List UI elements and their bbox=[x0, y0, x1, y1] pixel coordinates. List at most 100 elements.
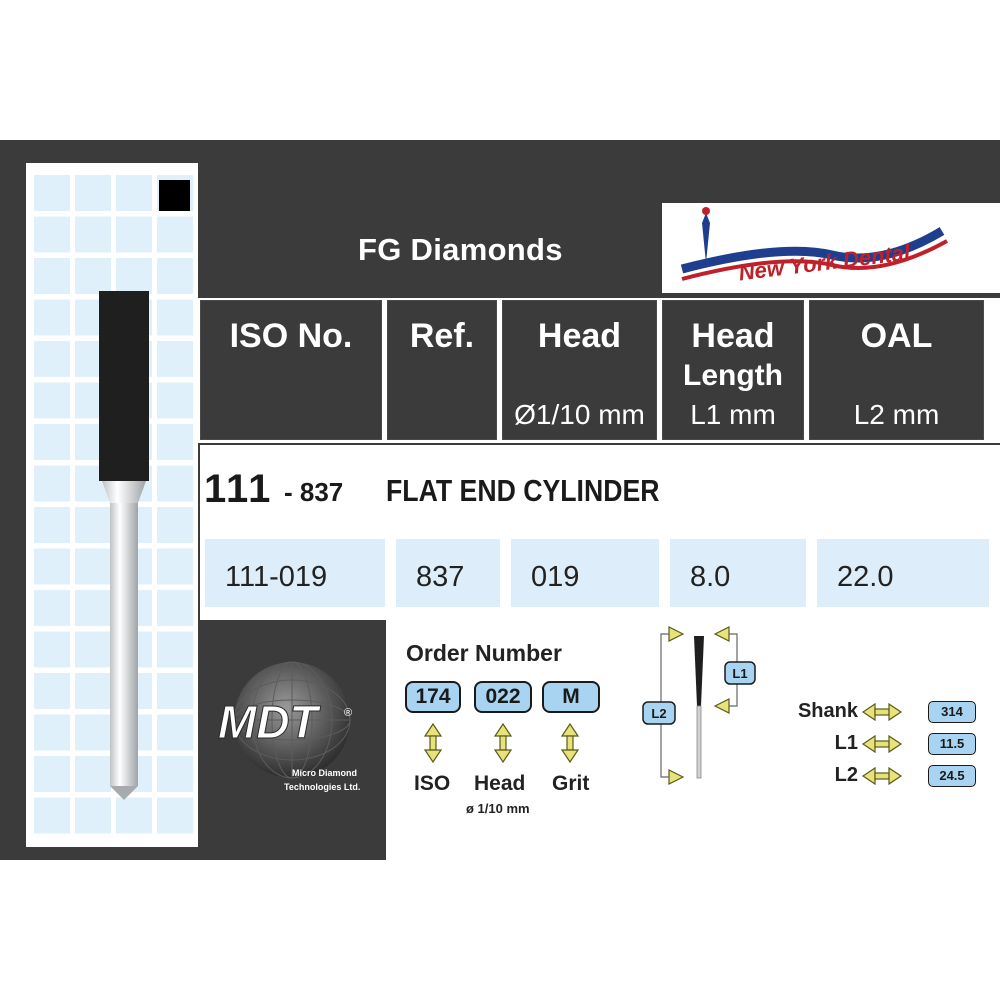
order-label-grit: Grit bbox=[552, 772, 590, 795]
bur-tip bbox=[110, 786, 138, 800]
order-code-iso: 174 bbox=[405, 681, 461, 713]
grid-cell bbox=[157, 631, 193, 668]
l1-top-arrow bbox=[713, 626, 730, 642]
dimension-diagram: L2 L1 bbox=[423, 626, 903, 786]
product-title-line: 111 - 837 FLAT END CYLINDER bbox=[200, 445, 1000, 535]
page-title: FG Diamonds bbox=[358, 232, 563, 267]
grid-cell bbox=[75, 590, 111, 626]
grid-cell bbox=[157, 673, 193, 709]
col-oal-unit: L2 mm bbox=[853, 399, 940, 430]
grid-cell bbox=[34, 673, 70, 709]
spec-value-l2: 24.5 bbox=[928, 765, 976, 787]
grid-cell bbox=[157, 797, 193, 834]
mdt-brand: MDT bbox=[218, 696, 322, 748]
col-oal-label: OAL bbox=[860, 317, 933, 355]
order-code-grit: M bbox=[542, 681, 600, 713]
cell-head-length: 8.0 bbox=[670, 539, 806, 607]
grid-cell bbox=[34, 424, 70, 460]
mdt-line1: Micro Diamond bbox=[292, 768, 357, 778]
grid-cell bbox=[34, 258, 70, 294]
mdt-logo-panel: MDT ® Micro Diamond Technologies Ltd. bbox=[200, 620, 386, 860]
svg-text:®: ® bbox=[344, 707, 352, 719]
cell-head: 019 bbox=[511, 539, 659, 607]
logo-text: New York Dental bbox=[737, 239, 912, 285]
grid-cell bbox=[157, 341, 193, 377]
grid-cell bbox=[34, 548, 70, 585]
grid-cell bbox=[34, 797, 70, 834]
grid-cell bbox=[34, 465, 70, 502]
cell-ref: 837 bbox=[396, 539, 500, 607]
order-number-title: Order Number bbox=[406, 640, 562, 666]
bur-neck bbox=[102, 481, 146, 503]
grid-cell bbox=[157, 590, 193, 626]
grid-cell bbox=[34, 631, 70, 668]
column-header-row: ISO No. Ref. Head Ø1/10 mm Head Length L… bbox=[198, 298, 1000, 443]
product-name: FLAT END CYLINDER bbox=[386, 473, 660, 508]
col-ref-label: Ref. bbox=[409, 317, 475, 355]
grid-cell bbox=[34, 175, 70, 211]
spec-value-l1: 11.5 bbox=[928, 733, 976, 755]
grid-cell bbox=[75, 756, 111, 792]
grid-cell bbox=[157, 507, 193, 543]
order-code-head: 022 bbox=[474, 681, 532, 713]
grid-cell bbox=[116, 797, 152, 834]
cell-oal: 22.0 bbox=[817, 539, 989, 607]
product-iso: 111 bbox=[204, 467, 273, 511]
grid-cell bbox=[116, 216, 152, 253]
small-bur-head bbox=[694, 636, 704, 706]
l2-tag: L2 bbox=[651, 706, 666, 721]
col-head-label: Head bbox=[537, 317, 622, 355]
product-ref: - 837 bbox=[284, 477, 344, 507]
grid-cell bbox=[157, 548, 193, 585]
grid-cell bbox=[34, 299, 70, 336]
grid-cell bbox=[157, 465, 193, 502]
grid-cell bbox=[157, 756, 193, 792]
l1-bottom-arrow bbox=[713, 698, 730, 714]
bur-illustration bbox=[34, 175, 193, 834]
scale-square bbox=[159, 180, 190, 211]
col-oal: OAL L2 mm bbox=[809, 300, 984, 440]
grid-cell bbox=[34, 341, 70, 377]
order-label-head: Head bbox=[474, 772, 526, 795]
grid-cell bbox=[75, 673, 111, 709]
l2-bottom-arrow bbox=[668, 769, 685, 785]
grid-cell bbox=[75, 797, 111, 834]
col-head-length: Head Length L1 mm bbox=[662, 300, 804, 440]
grid-cell bbox=[75, 175, 111, 211]
grid-cell bbox=[34, 590, 70, 626]
grid-cell bbox=[75, 507, 111, 543]
bur-head bbox=[99, 291, 149, 481]
spec-label-l2: L2 bbox=[834, 764, 858, 786]
grid-cell bbox=[75, 631, 111, 668]
grid-cell bbox=[116, 258, 152, 294]
col-head-unit: Ø1/10 mm bbox=[514, 399, 645, 430]
grid-cell bbox=[34, 714, 70, 751]
statue-icon bbox=[702, 213, 710, 263]
l2-top-arrow bbox=[668, 626, 685, 642]
col-head-length-label2: Length bbox=[683, 359, 783, 392]
grid-cell bbox=[75, 548, 111, 585]
grid-cell bbox=[34, 507, 70, 543]
header-bar bbox=[200, 206, 665, 276]
grid-cell bbox=[157, 216, 193, 253]
col-iso: ISO No. bbox=[200, 300, 382, 440]
order-label-iso: ISO bbox=[414, 772, 451, 795]
grid-cell bbox=[34, 216, 70, 253]
grid-cell bbox=[34, 382, 70, 419]
col-head: Head Ø1/10 mm bbox=[502, 300, 657, 440]
new-york-dental-logo: New York Dental bbox=[662, 203, 1000, 293]
bur-grid-panel bbox=[26, 163, 198, 847]
order-info-area bbox=[385, 620, 1000, 860]
spec-label-l1: L1 bbox=[834, 732, 858, 754]
l1-tag: L1 bbox=[732, 666, 747, 681]
grid-cell bbox=[75, 216, 111, 253]
grid-cell bbox=[157, 299, 193, 336]
grid-cell bbox=[75, 258, 111, 294]
col-head-length-label: Head bbox=[691, 317, 775, 355]
col-ref: Ref. bbox=[387, 300, 497, 440]
grid-cell bbox=[157, 382, 193, 419]
spec-label-shank: Shank bbox=[797, 700, 858, 722]
spec-value-shank: 314 bbox=[928, 701, 976, 723]
grid-cell bbox=[157, 714, 193, 751]
mdt-line2: Technologies Ltd. bbox=[284, 782, 360, 792]
